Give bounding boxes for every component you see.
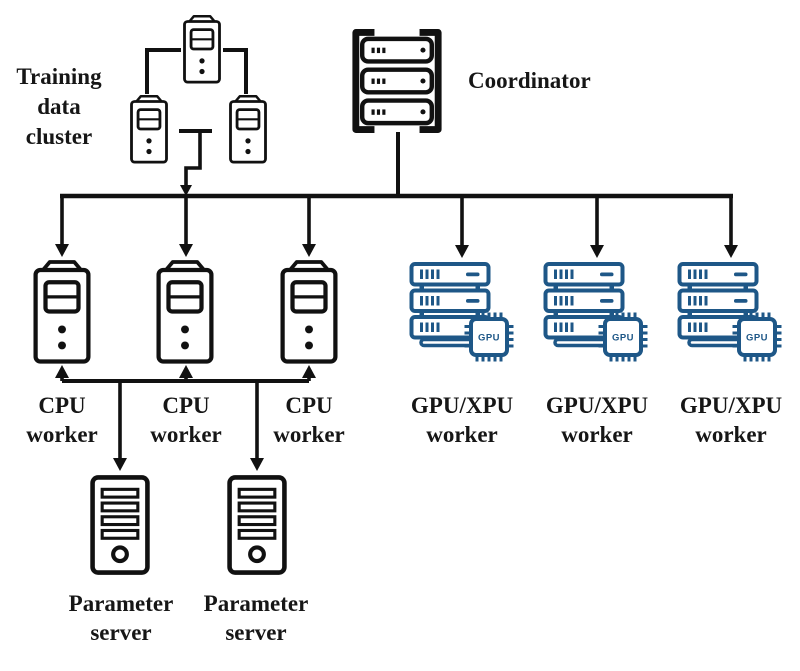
parameter-server-drop-arrows: [113, 381, 264, 471]
parameter-server-2-label: Parameter server: [203, 591, 309, 645]
parameter-server-1-label: Parameter server: [68, 591, 174, 645]
coordinator-label: Coordinator: [468, 68, 591, 93]
cpu-worker-2-tower-computer-icon: [159, 262, 212, 361]
training-cluster-label: Training data cluster: [16, 64, 102, 149]
cpu-worker-1-tower-computer-icon: [36, 262, 89, 361]
training-node-left-tower-computer-icon: [130, 94, 168, 164]
cpu-worker-1-label: CPU worker: [26, 393, 98, 447]
gpu-worker-2-label: GPU/XPU worker: [545, 393, 649, 447]
training-node-right-tower-computer-icon: [229, 94, 267, 164]
cpu-worker-2-label: CPU worker: [150, 393, 222, 447]
gpu-worker-3-label: GPU/XPU worker: [679, 393, 783, 447]
gpu-worker-3-server-stack-icon: [677, 262, 783, 364]
gpu-worker-1-label: GPU/XPU worker: [410, 393, 514, 447]
parameter-server-2-tower-icon: [230, 477, 285, 572]
cpu-worker-3-label: CPU worker: [273, 393, 345, 447]
cpu-drop-arrows: [55, 196, 316, 257]
gpu-worker-2-server-stack-icon: [543, 262, 649, 364]
training-cluster-links: [145, 48, 248, 196]
gpu-worker-1-server-stack-icon: [409, 262, 515, 364]
worker-ps-bus-line: [55, 365, 316, 383]
coordinator-rack-server-icon: [356, 32, 438, 129]
parameter-server-1-tower-icon: [93, 477, 148, 572]
training-node-top-tower-computer-icon: [183, 14, 221, 84]
gpu-drop-arrows: [455, 194, 738, 258]
cpu-worker-3-tower-computer-icon: [283, 262, 336, 361]
